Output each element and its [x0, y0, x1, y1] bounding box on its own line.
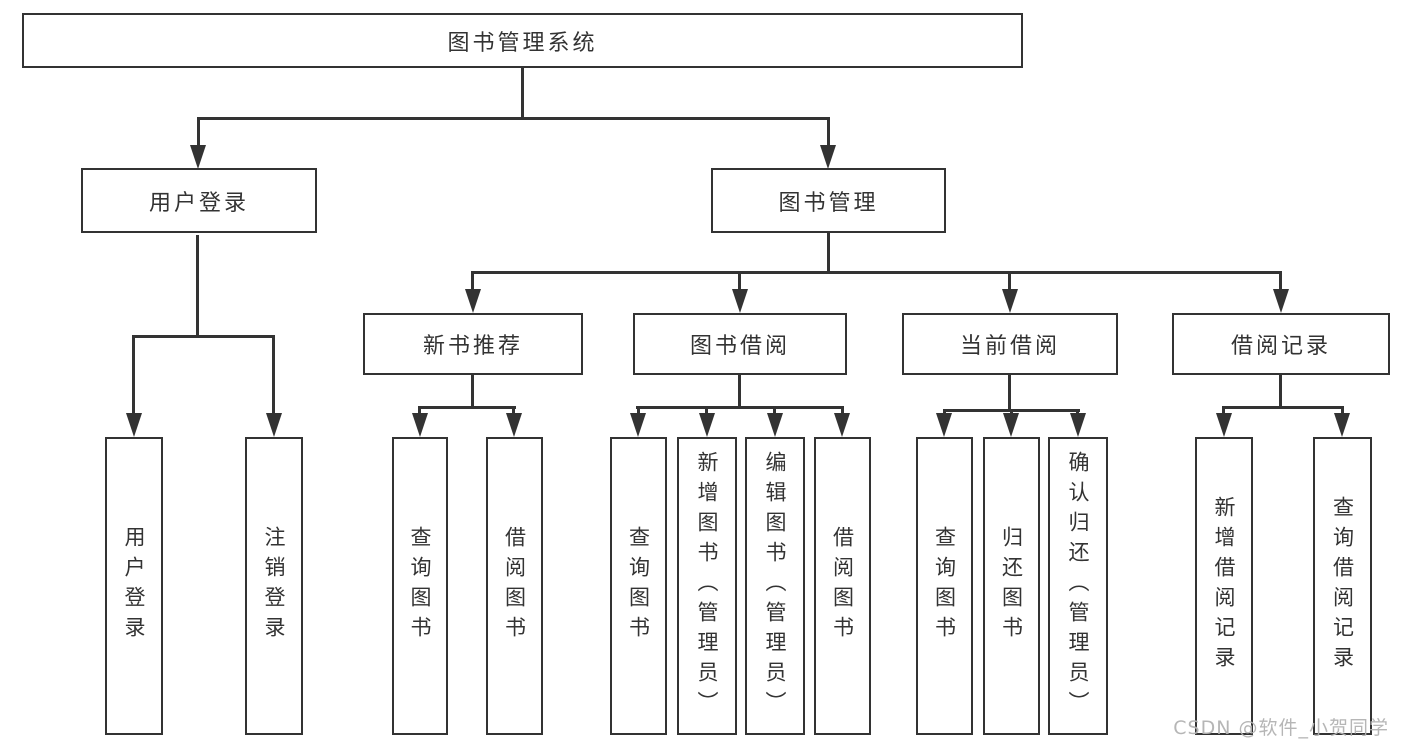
arrow-down-icon: [1216, 413, 1232, 437]
connector-drop-leaf-user-login: [132, 335, 135, 415]
leaf-query-books-3-label: 查询图书: [932, 526, 957, 646]
leaf-query-borrow-record: 查询借阅记录: [1313, 437, 1372, 735]
arrow-down-icon: [465, 289, 481, 313]
arrow-down-icon: [1070, 413, 1086, 437]
node-book-borrowing: 图书借阅: [633, 313, 847, 375]
leaf-query-borrow-record-label: 查询借阅记录: [1330, 496, 1355, 676]
connector-drop-add-borrow-record: [1222, 406, 1225, 415]
connector-user-login-stem: [196, 235, 199, 338]
arrow-down-icon: [630, 413, 646, 437]
leaf-add-borrow-record: 新增借阅记录: [1195, 437, 1253, 735]
connector-drop-current-borrowing: [1008, 271, 1011, 291]
leaf-borrow-books-1: 借阅图书: [486, 437, 543, 735]
leaf-add-book-admin: 新增图书（管理员）: [677, 437, 737, 735]
node-current-borrowing-label: 当前借阅: [959, 334, 1060, 359]
leaf-borrow-books-1-label: 借阅图书: [502, 526, 527, 646]
connector-drop-borrowing-records: [1279, 271, 1282, 291]
connector-drop-query-books-1: [418, 406, 421, 415]
leaf-add-borrow-record-label: 新增借阅记录: [1212, 496, 1236, 676]
connector-borrowing-records-stem: [1279, 375, 1282, 409]
arrow-down-icon: [1003, 413, 1019, 437]
connector-root-stem: [521, 68, 524, 117]
connector-drop-user-login: [197, 117, 200, 149]
leaf-edit-book-admin: 编辑图书（管理员）: [745, 437, 805, 735]
leaf-edit-book-admin-label: 编辑图书（管理员）: [763, 451, 787, 721]
connector-drop-new-book-recommend: [471, 271, 474, 291]
connector-drop-book-borrowing: [738, 271, 741, 291]
arrow-down-icon: [266, 413, 282, 437]
leaf-query-books-2: 查询图书: [610, 437, 667, 735]
connector-level2-rail: [197, 117, 830, 120]
connector-level3-rail: [471, 271, 1282, 274]
leaf-query-books-1-label: 查询图书: [408, 526, 432, 646]
arrow-down-icon: [412, 413, 428, 437]
arrow-down-icon: [1334, 413, 1350, 437]
node-book-management: 图书管理: [711, 168, 946, 233]
node-borrowing-records-label: 借阅记录: [1230, 334, 1331, 359]
arrow-down-icon: [767, 413, 783, 437]
arrow-down-icon: [1273, 289, 1289, 313]
leaf-user-login: 用户登录: [105, 437, 163, 735]
connector-drop-query-books-2: [637, 406, 640, 415]
node-new-book-recommend-label: 新书推荐: [422, 334, 523, 359]
leaf-confirm-return-admin-label: 确认归还（管理员）: [1066, 451, 1090, 721]
connector-borrowing-records-rail: [1222, 406, 1344, 409]
connector-drop-query-books-3: [943, 409, 946, 415]
leaf-query-books-2-label: 查询图书: [626, 526, 651, 646]
leaf-user-login-label: 用户登录: [122, 526, 146, 646]
arrow-down-icon: [732, 289, 748, 313]
node-current-borrowing: 当前借阅: [902, 313, 1118, 375]
node-new-book-recommend: 新书推荐: [363, 313, 583, 375]
connector-drop-book-management: [827, 117, 830, 149]
connector-book-borrowing-rail: [636, 406, 844, 409]
arrow-down-icon: [820, 145, 836, 169]
leaf-return-books: 归还图书: [983, 437, 1040, 735]
leaf-confirm-return-admin: 确认归还（管理员）: [1048, 437, 1108, 735]
connector-drop-query-borrow-record: [1341, 406, 1344, 415]
arrow-down-icon: [506, 413, 522, 437]
leaf-return-books-label: 归还图书: [999, 526, 1024, 646]
node-root: 图书管理系统: [22, 13, 1023, 68]
leaf-query-books-1: 查询图书: [392, 437, 448, 735]
connector-new-book-rail: [418, 406, 516, 409]
arrow-down-icon: [126, 413, 142, 437]
connector-current-borrowing-stem: [1008, 375, 1011, 411]
node-root-label: 图书管理系统: [447, 30, 598, 56]
leaf-borrow-books-2: 借阅图书: [814, 437, 871, 735]
node-book-borrowing-label: 图书借阅: [689, 334, 790, 359]
arrow-down-icon: [834, 413, 850, 437]
node-borrowing-records: 借阅记录: [1172, 313, 1390, 375]
csdn-watermark: CSDN @软件_小贺同学: [1173, 717, 1389, 739]
leaf-logout-label: 注销登录: [262, 526, 286, 646]
connector-user-login-rail: [132, 335, 275, 338]
node-user-login: 用户登录: [81, 168, 317, 233]
connector-drop-borrow-books-2: [841, 406, 844, 415]
leaf-add-book-admin-label: 新增图书（管理员）: [695, 451, 719, 721]
arrow-down-icon: [936, 413, 952, 437]
connector-drop-borrow-books-1: [512, 406, 515, 415]
connector-drop-return-books: [1010, 409, 1013, 415]
connector-drop-add-book: [705, 406, 708, 415]
node-book-management-label: 图书管理: [778, 190, 879, 216]
leaf-logout: 注销登录: [245, 437, 303, 735]
connector-drop-leaf-logout: [272, 335, 275, 415]
connector-book-borrowing-stem: [738, 375, 741, 409]
connector-new-book-stem: [471, 375, 474, 409]
leaf-borrow-books-2-label: 借阅图书: [830, 526, 855, 646]
connector-drop-confirm-return: [1076, 409, 1079, 415]
node-user-login-label: 用户登录: [148, 190, 249, 216]
arrow-down-icon: [1002, 289, 1018, 313]
arrow-down-icon: [190, 145, 206, 169]
connector-drop-edit-book: [773, 406, 776, 415]
connector-book-management-stem: [827, 233, 830, 274]
leaf-query-books-3: 查询图书: [916, 437, 973, 735]
arrow-down-icon: [699, 413, 715, 437]
